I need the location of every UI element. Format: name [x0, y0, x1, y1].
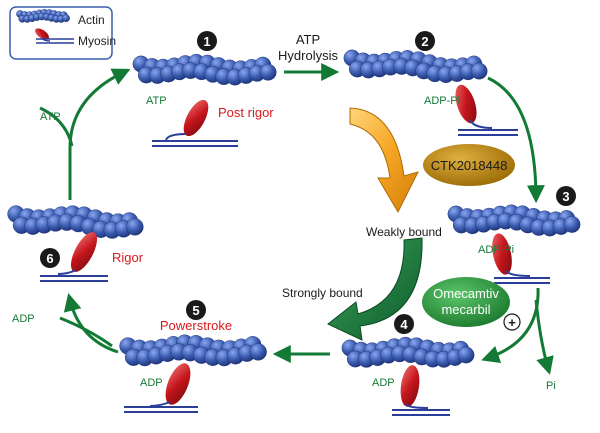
- myosin-6: [40, 232, 108, 282]
- svg-text:2: 2: [421, 34, 428, 49]
- atp-hydrolysis-line1: ATP: [296, 32, 320, 47]
- step-badge-1: 1: [197, 31, 217, 51]
- arrow-atp-binding: [39, 106, 74, 147]
- strong-binding-arrow: [327, 237, 423, 341]
- cycle-arrows: [39, 63, 554, 375]
- omecamtiv-label-line2: mecarbil: [441, 302, 490, 317]
- weakly-bound-label: Weakly bound: [366, 225, 442, 239]
- myosin-3: [492, 233, 550, 284]
- pi-out-label: Pi: [546, 380, 556, 392]
- step-badge-6: 6: [40, 248, 60, 268]
- legend-myosin-icon: [35, 28, 74, 44]
- actin-filament-6: [7, 205, 144, 239]
- ctk-drug: CTK2018448: [423, 144, 515, 186]
- step1-state: Post rigor: [218, 105, 274, 120]
- step5-nucleotide: ADP: [140, 377, 163, 389]
- plus-icon: [503, 313, 521, 331]
- svg-text:6: 6: [46, 251, 53, 266]
- arrow-2-to-3: [487, 76, 545, 204]
- svg-text:4: 4: [400, 317, 408, 332]
- arrow-3-to-4: [481, 287, 540, 363]
- adp-out-label: ADP: [12, 313, 35, 325]
- step6-state: Rigor: [112, 250, 144, 265]
- atp-in-label: ATP: [40, 111, 61, 123]
- step-badge-3: 3: [556, 186, 576, 206]
- atp-hydrolysis-line2: Hydrolysis: [278, 48, 338, 63]
- step-badge-2: 2: [415, 31, 435, 51]
- legend-actin-balls: [16, 9, 70, 23]
- myosin-1: [152, 99, 238, 147]
- actin-filament-1: [132, 53, 277, 86]
- legend-actin-label: Actin: [78, 13, 105, 27]
- legend: Actin Myosin: [9, 6, 116, 60]
- myosin-2: [455, 84, 518, 136]
- svg-text:5: 5: [192, 303, 199, 318]
- omecamtiv-label-line1: Omecamtiv: [433, 286, 499, 301]
- actin-filaments: [7, 49, 581, 368]
- svg-text:1: 1: [203, 34, 210, 49]
- step1-nucleotide: ATP: [146, 95, 167, 107]
- step5-state: Powerstroke: [160, 318, 232, 333]
- ctk-label: CTK2018448: [431, 158, 508, 173]
- legend-myosin-label: Myosin: [78, 34, 116, 48]
- legend-actin-icon: [16, 9, 70, 23]
- myosin-4: [392, 365, 450, 416]
- actin-filament-3: [447, 204, 581, 237]
- step2-nucleotide: ADP-Pi: [424, 95, 460, 107]
- svg-text:+: +: [508, 315, 516, 330]
- step-badge-5: 5: [186, 300, 206, 320]
- strongly-bound-label: Strongly bound: [282, 286, 363, 300]
- actin-filament-2: [343, 49, 488, 84]
- omecamtiv-drug: Omecamtiv mecarbil +: [422, 277, 521, 331]
- step4-nucleotide: ADP: [372, 377, 395, 389]
- arrow-6-to-1: [68, 68, 131, 200]
- arrow-adp-release: [59, 316, 113, 348]
- step3-nucleotide: ADP-Pi: [478, 244, 514, 256]
- svg-text:3: 3: [562, 189, 569, 204]
- step-badge-4: 4: [394, 314, 414, 334]
- myosin-5: [124, 363, 198, 413]
- arrow-5-to-6: [63, 293, 119, 354]
- weak-binding-arrow: [349, 107, 419, 214]
- arrow-pi-release: [534, 299, 554, 375]
- actin-filament-4: [341, 336, 475, 368]
- actin-filament-5: [119, 334, 267, 367]
